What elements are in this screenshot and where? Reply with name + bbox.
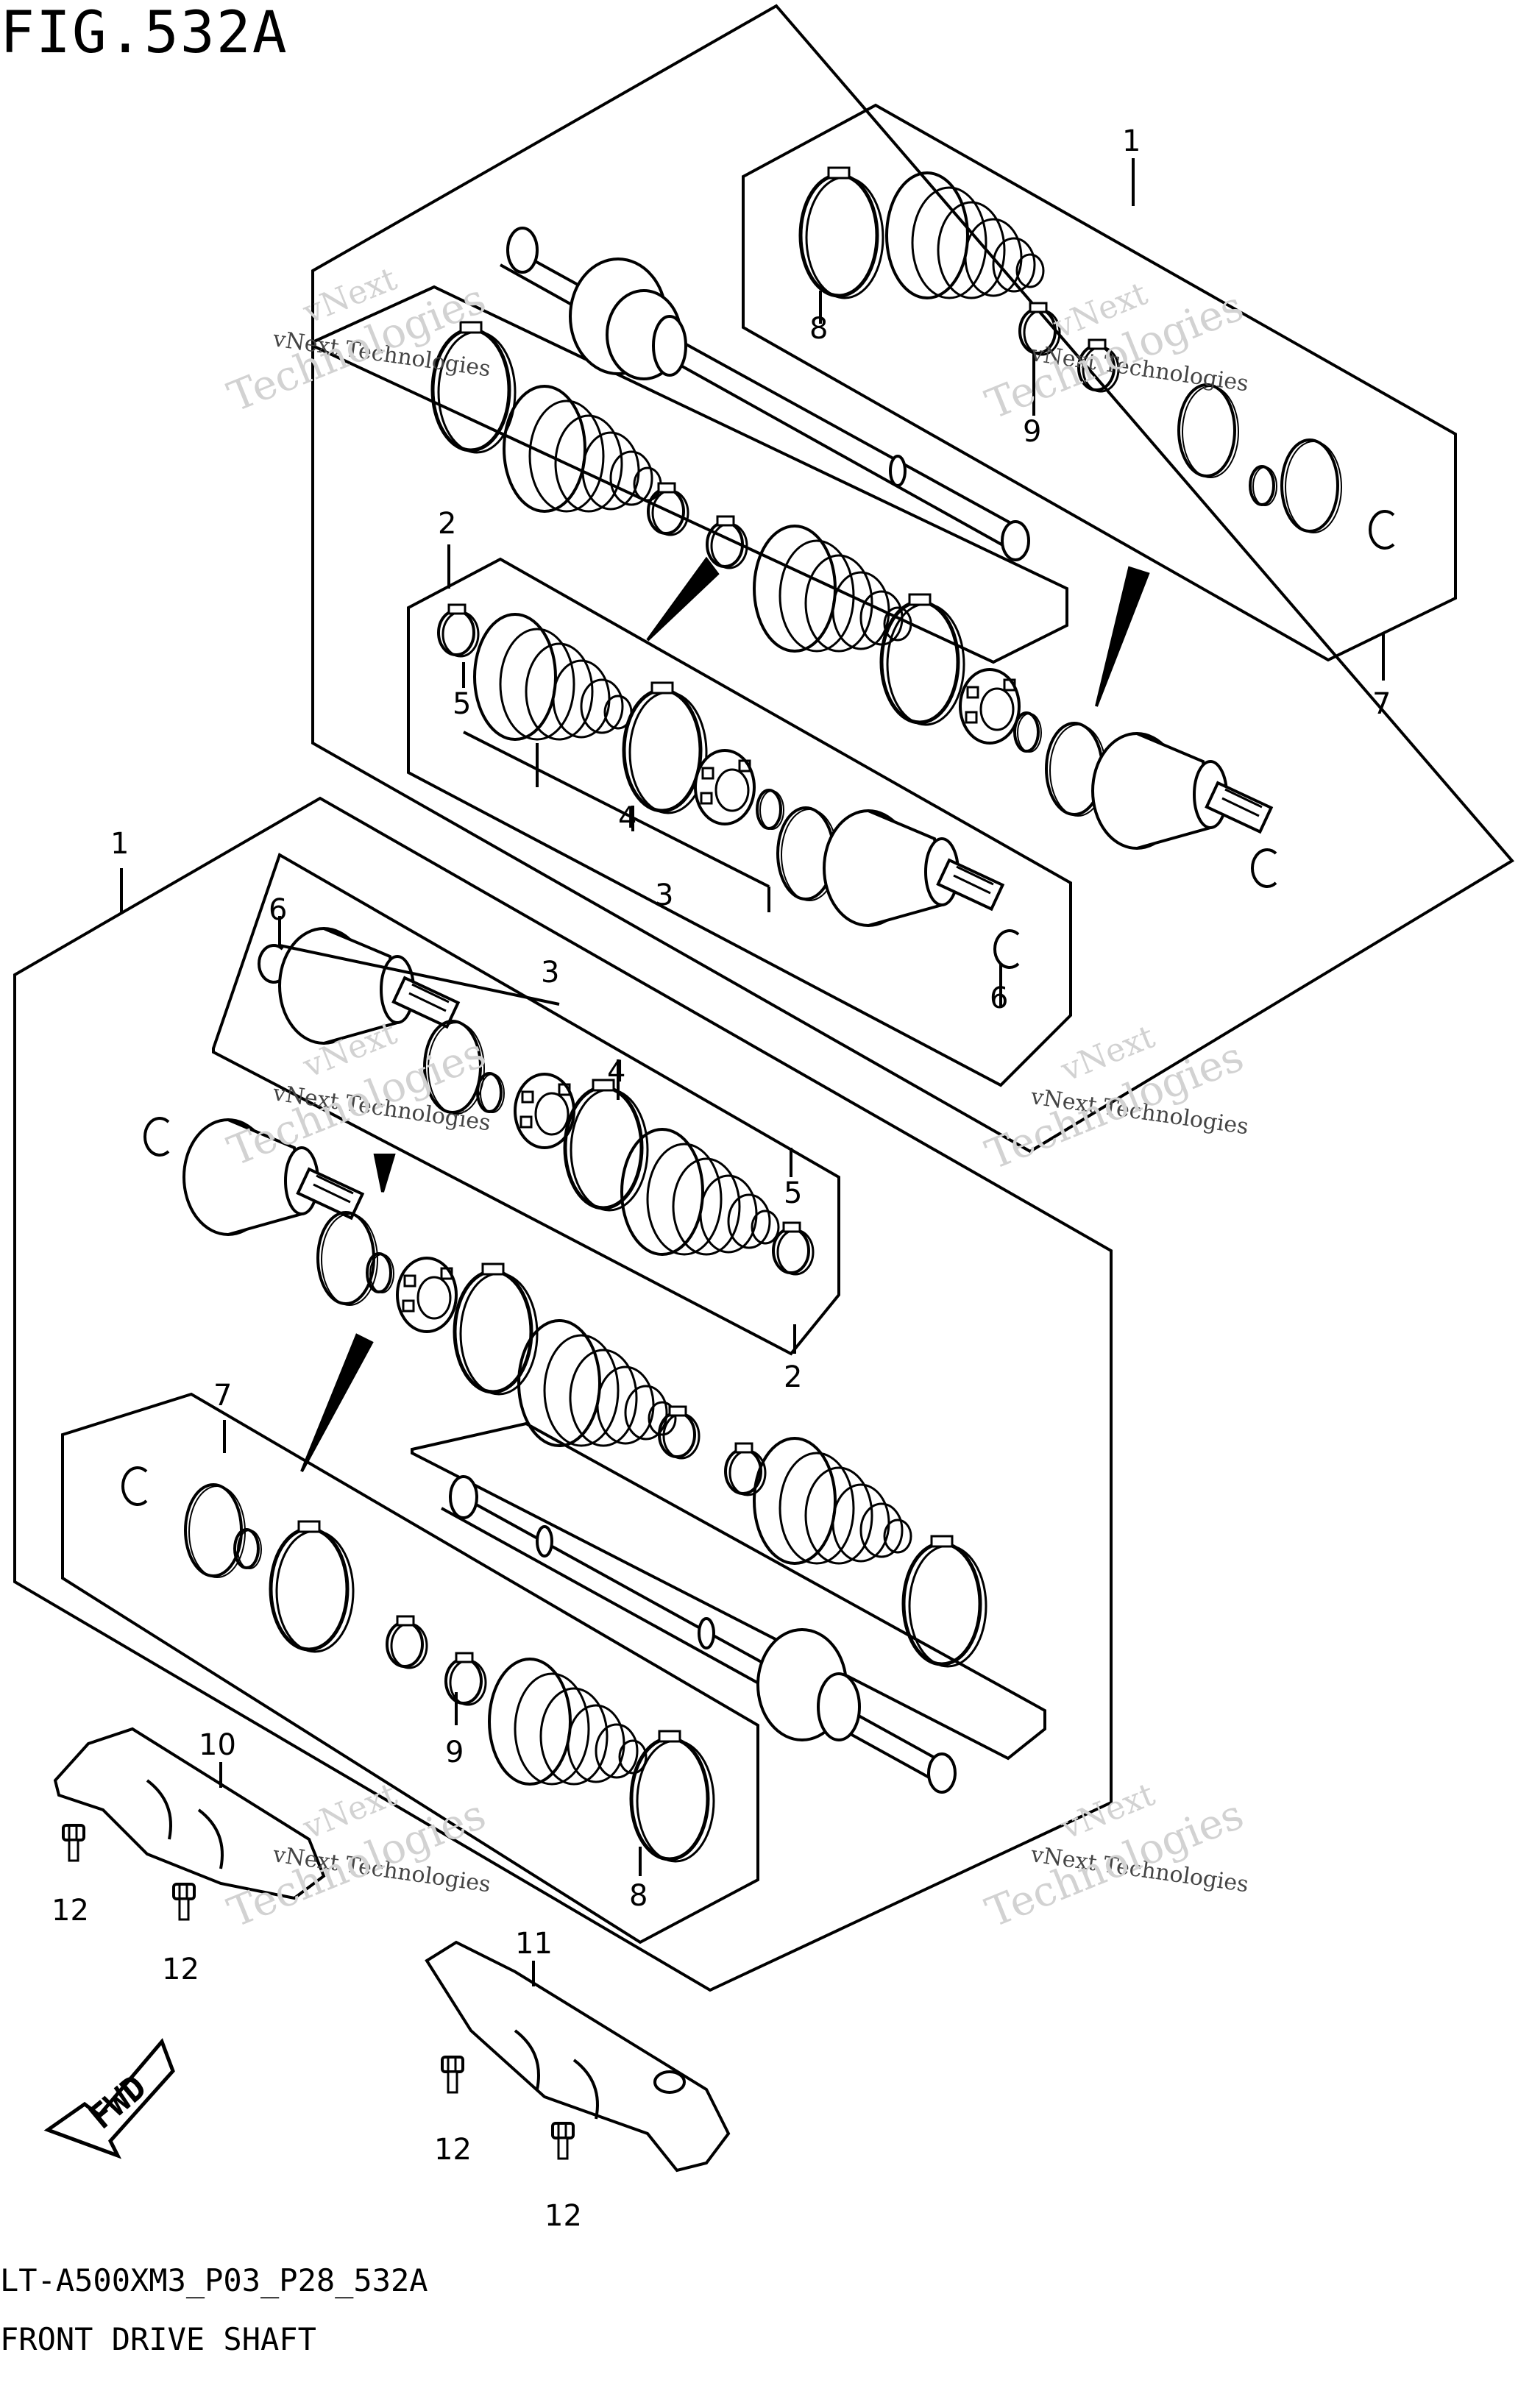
bottom-kit1-clamp	[444, 1652, 487, 1706]
callout-4-bottom: 4	[607, 1055, 625, 1089]
bolt-12c	[441, 2056, 464, 2094]
top-assembly	[311, 4, 1515, 1154]
bottom-inner-clamp	[658, 1405, 701, 1460]
callout-4-top: 4	[618, 801, 636, 835]
top-kit2-cage	[959, 668, 1021, 745]
bottom-kit2-boot	[620, 1128, 780, 1256]
callout-12c: 12	[434, 2133, 472, 2167]
callout-12a: 12	[52, 1894, 89, 1928]
bottom-kit1-band-large	[631, 1731, 714, 1861]
bottom-inner-band	[455, 1264, 537, 1394]
callout-9-bottom: 9	[445, 1736, 464, 1769]
skid-plate-11	[425, 1940, 731, 2173]
diagram-title: FRONT DRIVE SHAFT	[0, 2321, 316, 2357]
callout-8-top: 8	[809, 312, 828, 346]
bottom-arrow-upper	[373, 1154, 396, 1193]
callout-3-top: 3	[655, 878, 673, 912]
top-inner-boot	[473, 613, 633, 741]
top-kit1-circlip	[1280, 438, 1343, 534]
bottom-kit1-boot	[488, 1658, 648, 1786]
top-kit2-boot	[503, 385, 662, 513]
callout-1-top: 1	[1122, 124, 1141, 158]
top-inner-oring	[756, 789, 785, 831]
bottom-inner-cage	[396, 1257, 458, 1333]
bottom-inner-snap-ring	[143, 1117, 170, 1157]
callout-12d: 12	[545, 2199, 582, 2233]
callout-5-bottom: 5	[784, 1176, 802, 1210]
top-shaft-frame	[311, 285, 1068, 664]
bottom-kit2-oring	[476, 1072, 506, 1114]
top-kit1-snap-ring	[1369, 510, 1395, 550]
top-kit2-outer-housing	[1091, 732, 1273, 850]
bottom-axle-shaft	[441, 1475, 957, 1794]
top-inner-snap-ring	[993, 929, 1020, 969]
callout-10: 10	[199, 1728, 236, 1762]
bolt-12b	[172, 1883, 196, 1921]
top-inner-band	[624, 683, 706, 813]
top-kit1-oring	[1249, 465, 1278, 507]
figure-title: FIG.532A	[0, 0, 288, 66]
callout-3-bottom: 3	[541, 956, 559, 990]
bottom-shaft-boot	[753, 1437, 912, 1565]
bottom-inner-circlip	[316, 1211, 379, 1307]
callout-1-bottom: 1	[110, 827, 129, 861]
bolt-12a	[62, 1824, 85, 1862]
top-kit2-oring	[1013, 711, 1043, 753]
bottom-shaft-band	[904, 1536, 986, 1666]
diagram-code: LT-A500XM3_P03_P28_532A	[0, 2262, 428, 2298]
top-kit2-clamp	[647, 482, 689, 536]
skid-plate-10	[53, 1727, 326, 1900]
bottom-shaft-frame	[411, 1421, 1046, 1761]
top-kit1-ring	[1177, 383, 1240, 479]
callout-12b: 12	[162, 1953, 199, 1986]
bottom-kit1-circlip	[184, 1483, 247, 1579]
top-arrow-left	[646, 556, 720, 642]
callout-9-top: 9	[1023, 415, 1041, 449]
top-inner-clamp	[437, 603, 480, 658]
top-outer-frame	[311, 4, 1515, 1154]
bottom-arrow-lower	[300, 1333, 374, 1472]
bottom-outer-frame	[13, 796, 1113, 1992]
bottom-kit2-frame	[212, 853, 840, 1356]
callout-8-bottom: 8	[629, 1879, 648, 1913]
top-inner-cage	[694, 749, 756, 825]
bottom-assembly	[13, 796, 1113, 1992]
top-kit1-frame	[742, 103, 1457, 662]
watermarks: vNext Technologies vNext Technologies vN…	[221, 260, 1250, 1937]
guard-parts	[53, 1727, 731, 2173]
callout-2-top: 2	[438, 507, 456, 541]
fwd-arrow-icon: FWD	[43, 2038, 175, 2159]
bottom-kit1-frame	[61, 1392, 759, 1944]
callout-2-bottom: 2	[784, 1360, 802, 1394]
callout-7-bottom: 7	[213, 1379, 232, 1413]
callout-6-top: 6	[990, 981, 1008, 1015]
bottom-inner-boot	[517, 1319, 677, 1447]
bottom-kit1-clamp-small	[386, 1615, 428, 1669]
top-kit2-band2	[882, 594, 964, 725]
top-kit2-clamp2	[706, 515, 748, 569]
top-kit2-snap-ring	[1251, 848, 1277, 888]
callout-7-top: 7	[1372, 687, 1391, 721]
callout-11: 11	[515, 1927, 553, 1961]
bottom-kit1-snap-ring	[121, 1466, 148, 1506]
top-axle-shaft	[500, 227, 1030, 561]
top-kit1-band-large	[801, 168, 883, 298]
top-arrow-right	[1095, 566, 1150, 707]
bolt-12d	[551, 2122, 575, 2160]
callout-5-top: 5	[453, 687, 471, 721]
bottom-kit1-band	[271, 1521, 353, 1652]
top-kit2-frame	[407, 557, 1072, 1087]
callout-6-bottom: 6	[269, 893, 287, 927]
top-kit1-boot	[885, 171, 1045, 299]
callouts: 1 8 9 7 2 5 4 3 6 1 6 3 4 5 2 7 9 8 10 1…	[52, 124, 1391, 2233]
